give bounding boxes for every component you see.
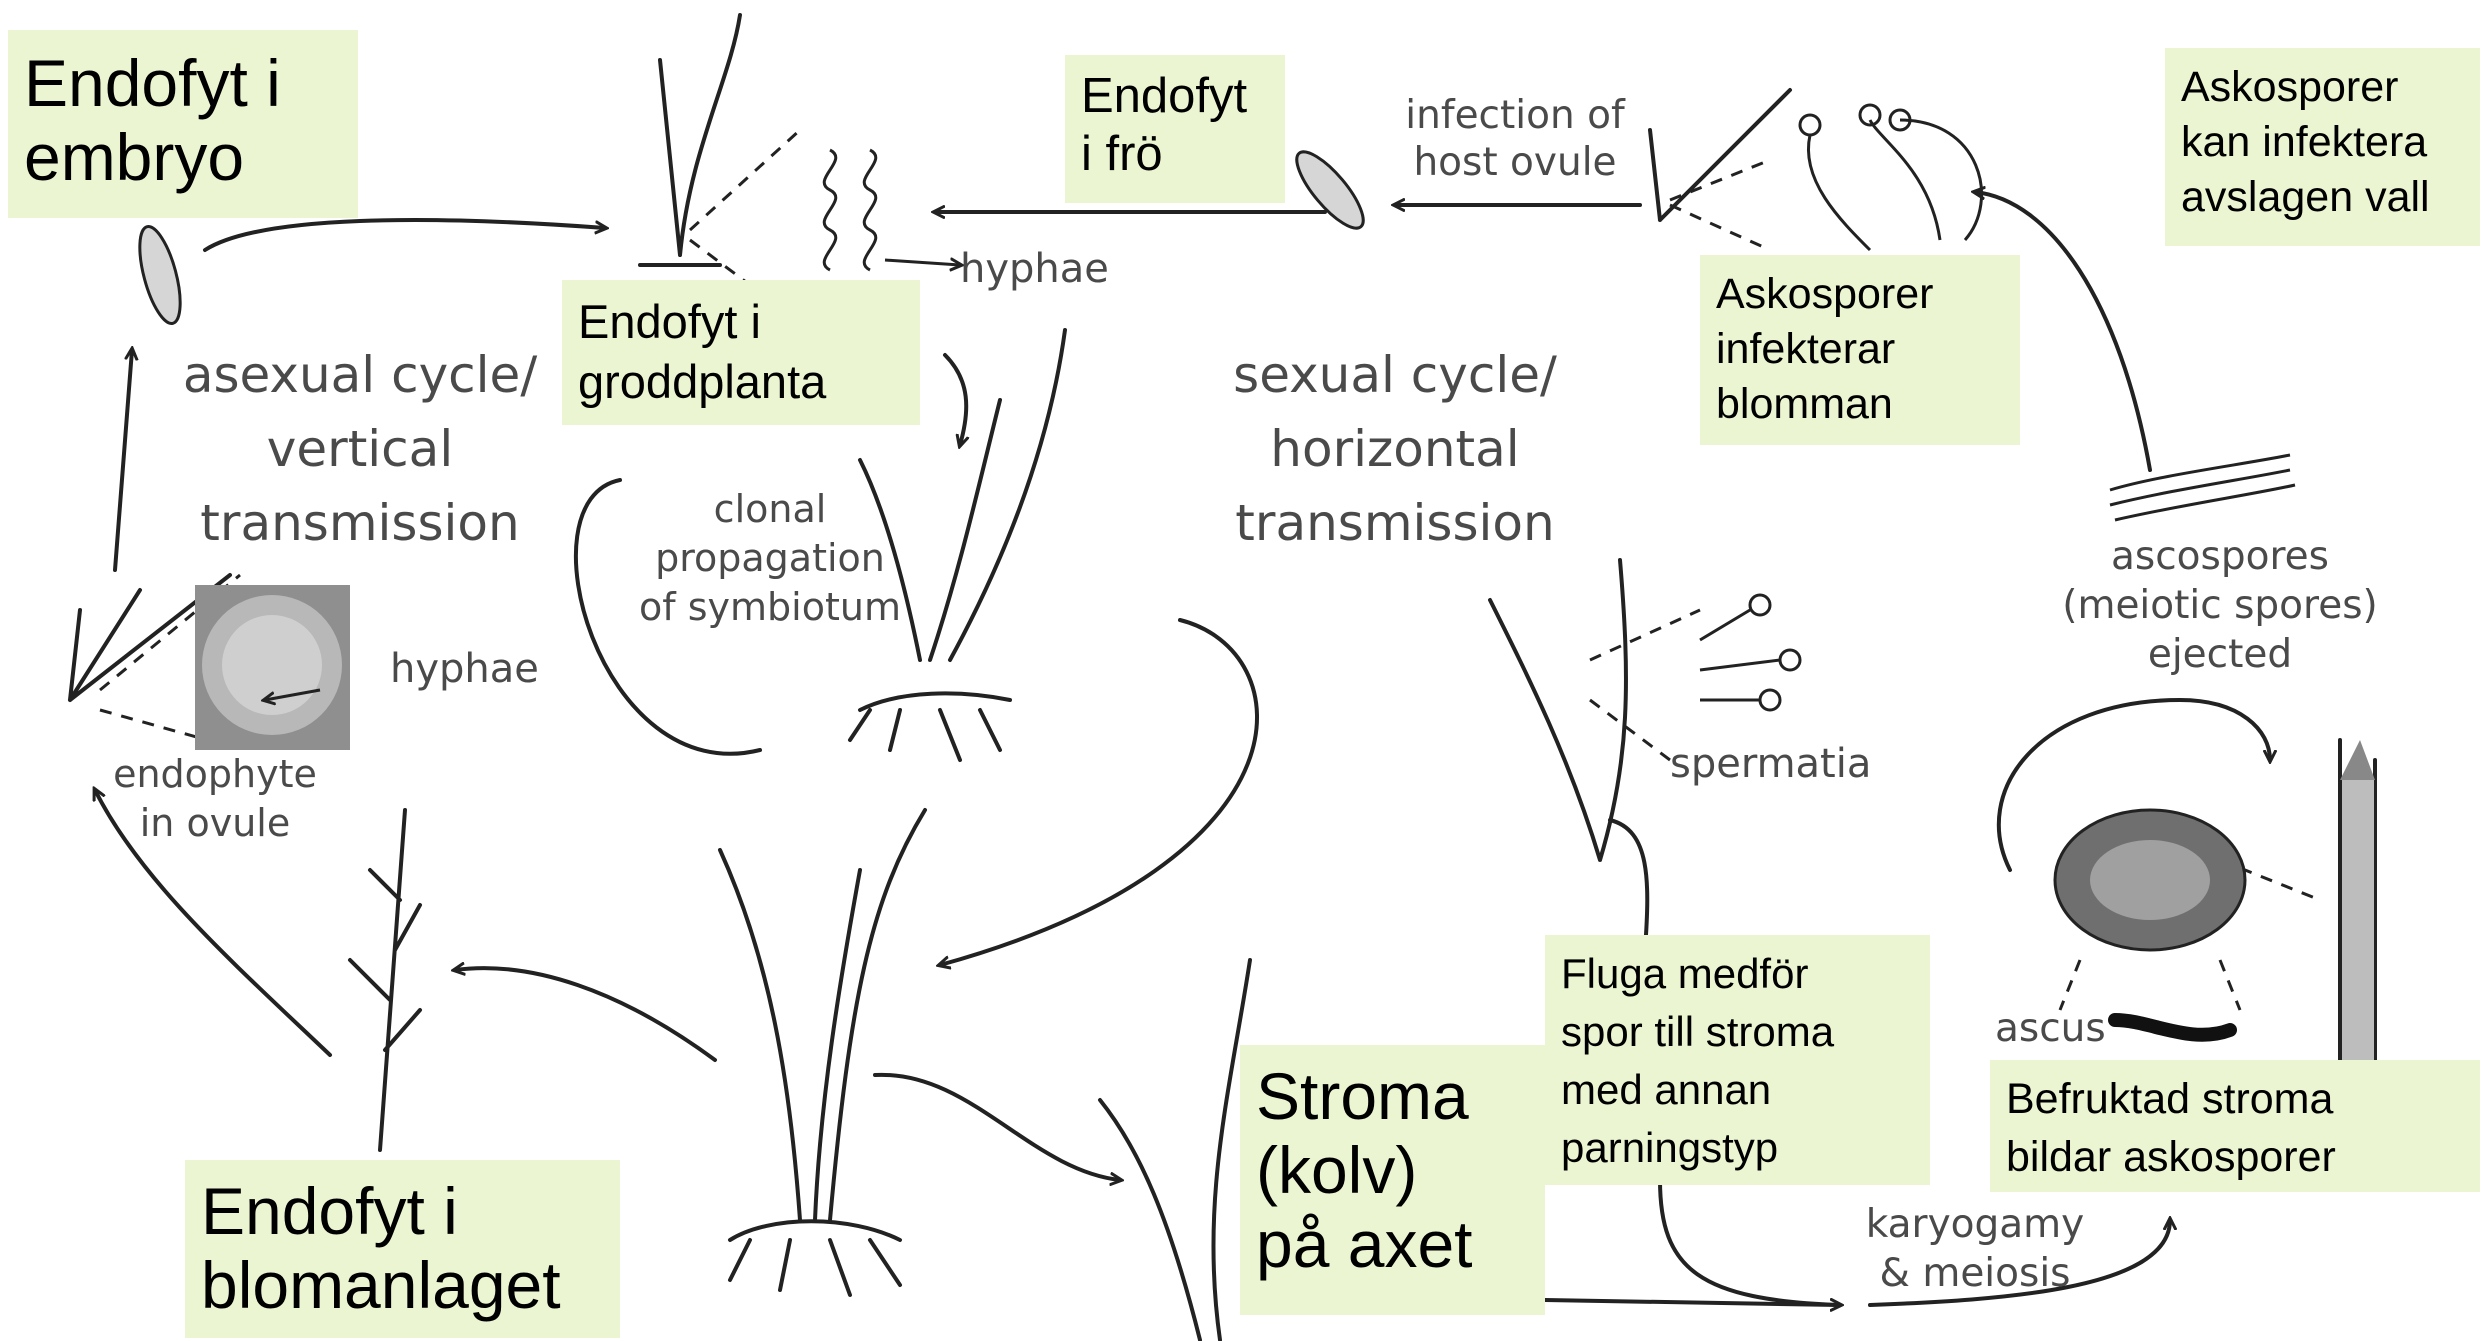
label-endophyte-in-ovule: endophyte in ovule [90, 750, 340, 848]
box-stroma: Stroma (kolv) på axet [1240, 1045, 1545, 1315]
arrow-plant-to-spike [455, 968, 715, 1060]
box-endofyt-fro: Endofyt i frö [1065, 55, 1285, 203]
box-befruktad: Befruktad stroma bildar askosporer [1990, 1060, 2480, 1192]
arrow-ovule-to-embryo [115, 350, 132, 570]
seed [1287, 143, 1373, 237]
arrow-plant-to-stroma [875, 1075, 1120, 1180]
box-endofyt-groddplanta: Endofyt i groddplanta [562, 280, 920, 425]
arrow-big-loop [940, 620, 1257, 965]
box-endofyt-embryo: Endofyt i embryo [8, 30, 358, 218]
arrow-fly-down [1660, 1180, 1840, 1305]
seedling-top [660, 15, 740, 255]
label-asexual-cycle: asexual cycle/ vertical transmission [150, 338, 570, 560]
arrow-spermatia-down [1610, 820, 1647, 950]
arrow-embryo-to-seedling [205, 220, 605, 250]
label-ascus: ascus [1995, 1005, 2125, 1052]
arrow-seedling-down [945, 355, 966, 445]
label-spermatia: spermatia [1670, 740, 1890, 788]
spermatia-leaf [1490, 560, 1626, 860]
label-sexual-cycle: sexual cycle/ horizontal transmission [1180, 338, 1610, 560]
embryo-seed [132, 223, 189, 328]
flowering-spike [350, 810, 420, 1150]
box-fluga: Fluga medför spor till stroma med annan … [1545, 935, 1930, 1185]
box-endofyt-blomanlaget: Endofyt i blomanlaget [185, 1160, 620, 1338]
label-infection-host-ovule: infection of host ovule [1380, 92, 1650, 186]
box-askosporer-infekterar: Askosporer infekterar blomman [1700, 255, 2020, 445]
box-askosporer-kan: Askosporer kan infektera avslagen vall [2165, 48, 2480, 246]
label-hyphae-top: hyphae [960, 245, 1130, 293]
stroma-leaf [1100, 960, 1250, 1340]
ascus-shape [2115, 1020, 2230, 1035]
label-hyphae-left: hyphae [390, 645, 560, 693]
label-clonal-propagation: clonal propagation of symbiotum [630, 485, 910, 632]
label-karyogamy: karyogamy & meiosis [1845, 1200, 2105, 1298]
adult-plant [720, 810, 925, 1220]
label-ascospores-ejected: ascospores (meiotic spores) ejected [2040, 532, 2400, 679]
